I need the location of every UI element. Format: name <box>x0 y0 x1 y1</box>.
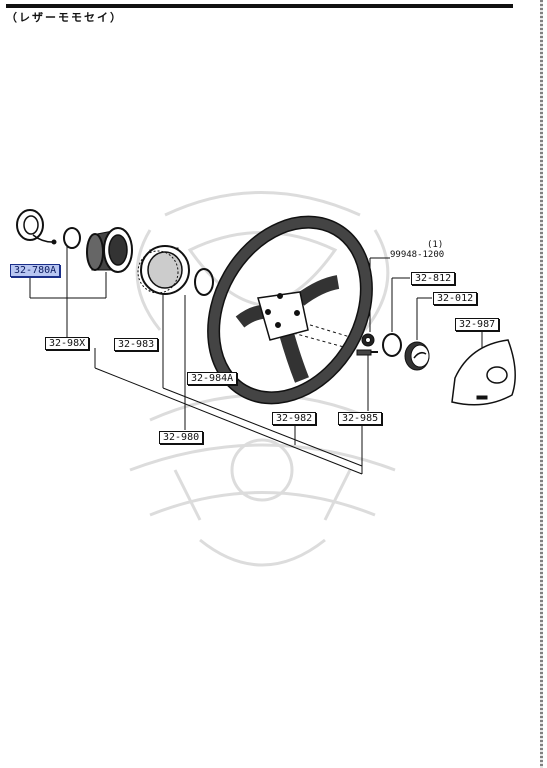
washer-ring <box>194 268 214 296</box>
nut-and-bolt <box>356 333 378 356</box>
part-label-32-982[interactable]: 32-982 <box>272 412 317 425</box>
hub-boss <box>86 227 133 273</box>
part-label-32-983[interactable]: 32-983 <box>114 338 159 351</box>
horn-pad <box>451 339 516 406</box>
part-label-32-985[interactable]: 32-985 <box>338 412 383 425</box>
horn-button <box>404 341 430 371</box>
part-label-32-780A[interactable]: 32-780A <box>10 264 61 277</box>
horn-contact-ring <box>16 209 57 245</box>
adapter-sleeve <box>137 245 190 295</box>
steering-wheel <box>207 215 373 405</box>
part-label-32-987[interactable]: 32-987 <box>455 318 500 331</box>
watermark-emblem <box>129 191 396 567</box>
part-label-32-984A[interactable]: 32-984A <box>187 372 238 385</box>
scan-edge <box>540 0 543 768</box>
leader-lines <box>29 246 483 475</box>
horn-ring <box>382 333 402 357</box>
top-rule <box>6 4 513 8</box>
part-label-32-980[interactable]: 32-980 <box>159 431 204 444</box>
part-label-32-812[interactable]: 32-812 <box>411 272 456 285</box>
part-label-99948-1200[interactable]: 99948-1200 <box>390 250 445 260</box>
small-ring <box>63 227 81 249</box>
nut-quantity: (1) <box>427 240 444 250</box>
page-title: （レザーモモセイ） <box>6 11 123 24</box>
part-label-32-012[interactable]: 32-012 <box>433 292 478 305</box>
part-label-32-98X[interactable]: 32-98X <box>45 337 90 350</box>
